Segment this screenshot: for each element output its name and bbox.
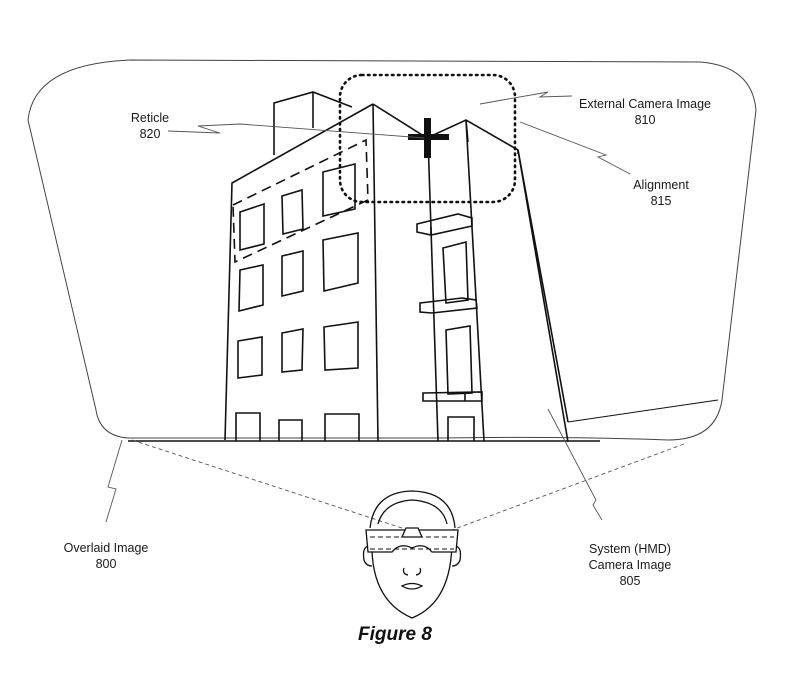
window bbox=[238, 264, 264, 313]
window bbox=[281, 188, 304, 236]
label-ref: 815 bbox=[650, 194, 672, 208]
label-ref: 820 bbox=[139, 127, 161, 141]
label-ref: 800 bbox=[95, 557, 117, 571]
nose bbox=[402, 567, 422, 576]
balcony bbox=[419, 297, 478, 314]
field-of-view-lines bbox=[131, 439, 685, 531]
label-ref: 810 bbox=[634, 113, 656, 127]
building bbox=[128, 91, 719, 443]
rooftop-box bbox=[273, 91, 353, 155]
label-reticle: Reticle 820 bbox=[110, 110, 190, 142]
figure-caption: Figure 8 bbox=[358, 624, 432, 645]
alignment-leader bbox=[519, 121, 631, 175]
right-edge bbox=[517, 149, 569, 443]
door bbox=[447, 416, 475, 441]
window bbox=[237, 336, 263, 379]
reticle-leader bbox=[167, 123, 425, 139]
label-ref: 805 bbox=[619, 574, 641, 588]
hmd-user-head bbox=[362, 490, 462, 619]
window bbox=[281, 249, 304, 298]
leader-lines bbox=[105, 91, 631, 523]
door bbox=[442, 240, 469, 304]
label-external-camera-image: External Camera Image 810 bbox=[565, 96, 725, 128]
label-name: Reticle bbox=[130, 111, 170, 125]
mouth bbox=[400, 582, 424, 590]
alignment-highlight-region bbox=[232, 138, 369, 264]
ear-right bbox=[451, 545, 462, 567]
window bbox=[281, 328, 304, 373]
window bbox=[324, 413, 360, 441]
window bbox=[322, 232, 359, 293]
overlaid-image-frame bbox=[27, 59, 757, 441]
label-line2: Camera Image bbox=[588, 558, 672, 572]
label-overlaid-image: Overlaid Image 800 bbox=[46, 540, 166, 572]
balcony bbox=[422, 391, 483, 402]
face-outline bbox=[371, 539, 453, 619]
ear-left bbox=[362, 545, 373, 567]
overlaid-image-leader bbox=[105, 439, 123, 523]
window bbox=[278, 419, 303, 441]
building-corner bbox=[372, 103, 379, 442]
window bbox=[239, 202, 265, 252]
balcony bbox=[416, 213, 473, 236]
headband bbox=[369, 490, 456, 529]
label-system-camera-image: System (HMD) Camera Image 805 bbox=[570, 541, 690, 589]
label-name: External Camera Image bbox=[578, 97, 711, 111]
system-camera-leader bbox=[547, 408, 603, 521]
label-name: Alignment bbox=[633, 178, 689, 192]
window bbox=[235, 412, 261, 441]
label-name: Overlaid Image bbox=[63, 541, 149, 555]
label-alignment: Alignment 815 bbox=[616, 177, 706, 209]
reticle-icon bbox=[408, 118, 449, 158]
label-line1: System (HMD) bbox=[589, 542, 671, 556]
external-camera-leader bbox=[479, 91, 573, 105]
left-facade bbox=[224, 103, 374, 441]
external-camera-image-frame bbox=[338, 73, 517, 204]
window bbox=[322, 162, 356, 217]
door bbox=[445, 325, 473, 395]
window bbox=[323, 321, 359, 371]
